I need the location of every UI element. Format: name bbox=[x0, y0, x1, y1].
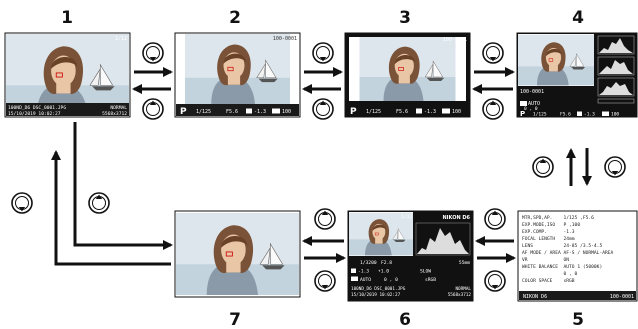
frame-number: 1/12 bbox=[115, 36, 127, 42]
iso: 100 bbox=[452, 109, 461, 115]
multi-selector-down-icon bbox=[314, 270, 336, 292]
shutter-speed: 1/125 bbox=[366, 109, 381, 115]
white-balance: AUTO bbox=[528, 101, 540, 107]
multi-selector-down-icon bbox=[482, 42, 504, 64]
file-name: 100ND_D6 DSC_0001.JPG bbox=[8, 105, 66, 111]
multi-selector-down-icon bbox=[142, 42, 164, 64]
image-size: 5568x3712 bbox=[448, 292, 472, 298]
step-number-6: 6 bbox=[399, 310, 411, 329]
multi-selector-up-icon bbox=[484, 208, 506, 230]
flow-arrows bbox=[51, 67, 592, 266]
shooting-data-line: LENS 24-85 /3.5-4.5 bbox=[522, 243, 602, 249]
aperture: F2.8 bbox=[381, 260, 392, 266]
multi-selector-up-icon bbox=[88, 192, 110, 214]
multi-selector-up-icon bbox=[482, 98, 504, 120]
screen-3: 100-0001 P 1/125 F5.6 -1.3 100 bbox=[344, 32, 471, 118]
image-size: 5568x3712 bbox=[102, 111, 127, 117]
white-balance: AUTO bbox=[360, 277, 371, 283]
multi-selector-down-icon bbox=[604, 156, 626, 178]
camera-name: NIKON D6 bbox=[523, 294, 547, 300]
multi-selector-up-icon bbox=[532, 156, 554, 178]
shooting-data-line: WHITE BALANCE AUTO 1 (5000K) bbox=[522, 264, 602, 270]
date-time: 15/10/2019 10:02:27 bbox=[351, 292, 401, 298]
shooting-data-line: FOCAL LENGTH 24mm bbox=[522, 236, 575, 242]
multi-selector-down-icon bbox=[312, 42, 334, 64]
screen-6: 1/12 NIKON D6 1/3200 F2.8 55mm -1.3 +1.0… bbox=[347, 210, 474, 302]
date-time: 15/10/2019 10:02:27 bbox=[8, 111, 61, 117]
quality: NORMAL bbox=[110, 105, 127, 111]
shutter-speed: 1/125 bbox=[196, 109, 211, 115]
quality: NORMAL bbox=[455, 286, 471, 292]
color-space: sRGB bbox=[425, 277, 436, 283]
iso: 100 bbox=[282, 109, 291, 115]
screen-4: 100-0001 AUTO 0 , 0 P 1/125 F5.6 -1.3 10… bbox=[516, 32, 638, 118]
file-name: 100ND_D6 DSC_0001.JPG bbox=[351, 286, 406, 292]
step-number-5: 5 bbox=[572, 310, 584, 329]
frame-number: 1/12 bbox=[401, 214, 412, 220]
aperture: F5.6 bbox=[396, 109, 408, 115]
step-number-2: 2 bbox=[229, 8, 241, 28]
multi-selector-down-icon bbox=[484, 270, 506, 292]
rgb-histograms bbox=[597, 35, 635, 104]
multi-selector-down-icon bbox=[11, 192, 33, 214]
shooting-data-line: EXP.MODE,ISO P ,100 bbox=[522, 222, 580, 228]
multi-selector-up-icon bbox=[142, 98, 164, 120]
shooting-data-line: VR ON bbox=[522, 257, 569, 263]
flash-comp: +1.0 bbox=[378, 269, 389, 275]
shutter-speed: 1/3200 bbox=[360, 260, 377, 266]
step-number-7: 7 bbox=[229, 310, 241, 329]
shooting-data-line: MTR,SPD,AP. 1/125 ,F5.6 bbox=[522, 215, 594, 221]
wb-fine-tune: 0 , 0 bbox=[524, 106, 538, 112]
flash-mode: SLOW bbox=[420, 269, 431, 275]
screen-7 bbox=[174, 210, 301, 298]
multi-selector-up-icon bbox=[314, 208, 336, 230]
shutter-speed: 1/125 bbox=[533, 112, 547, 118]
exposure-mode: P bbox=[180, 107, 187, 117]
wb-fine-tune: 0 , 0 bbox=[384, 277, 398, 283]
screen-2: 100-0001 P 1/125 F5.6 -1.3 100 bbox=[174, 32, 301, 118]
step-number-4: 4 bbox=[572, 8, 584, 28]
frame-number: 100-0001 bbox=[520, 89, 544, 95]
screen-1: 1/12 100ND_D6 DSC_0001.JPG NORMAL 15/10/… bbox=[4, 32, 131, 118]
exposure-mode: P bbox=[520, 110, 525, 118]
camera-name: NIKON D6 bbox=[443, 215, 471, 221]
exposure-comp: -1.3 bbox=[254, 109, 266, 115]
multi-selector-up-icon bbox=[312, 98, 334, 120]
iso: 100 bbox=[611, 112, 619, 118]
shooting-data-line: EXP.COMP. -1.3 bbox=[522, 229, 575, 235]
shooting-data-line: AF MODE / AREA AF-S / NORMAL-AREA bbox=[522, 250, 614, 256]
aperture: F5.6 bbox=[226, 109, 238, 115]
frame-number: 100-0001 bbox=[610, 294, 634, 300]
luminance-histogram bbox=[415, 222, 471, 256]
frame-number: 100-0001 bbox=[443, 37, 467, 43]
exposure-comp: -1.3 bbox=[358, 269, 369, 275]
exposure-comp: -1.3 bbox=[424, 109, 436, 115]
shooting-data-line: 0 , 0 bbox=[522, 271, 578, 277]
aperture: F5.6 bbox=[560, 112, 571, 118]
focal-length: 55mm bbox=[459, 260, 470, 266]
step-number-3: 3 bbox=[399, 8, 411, 28]
exposure-mode: P bbox=[350, 107, 357, 117]
step-number-1: 1 bbox=[61, 8, 73, 28]
exposure-comp: -1.3 bbox=[584, 112, 595, 118]
frame-number: 100-0001 bbox=[273, 36, 297, 42]
shooting-data-line: COLOR SPACE sRGB bbox=[522, 278, 575, 284]
